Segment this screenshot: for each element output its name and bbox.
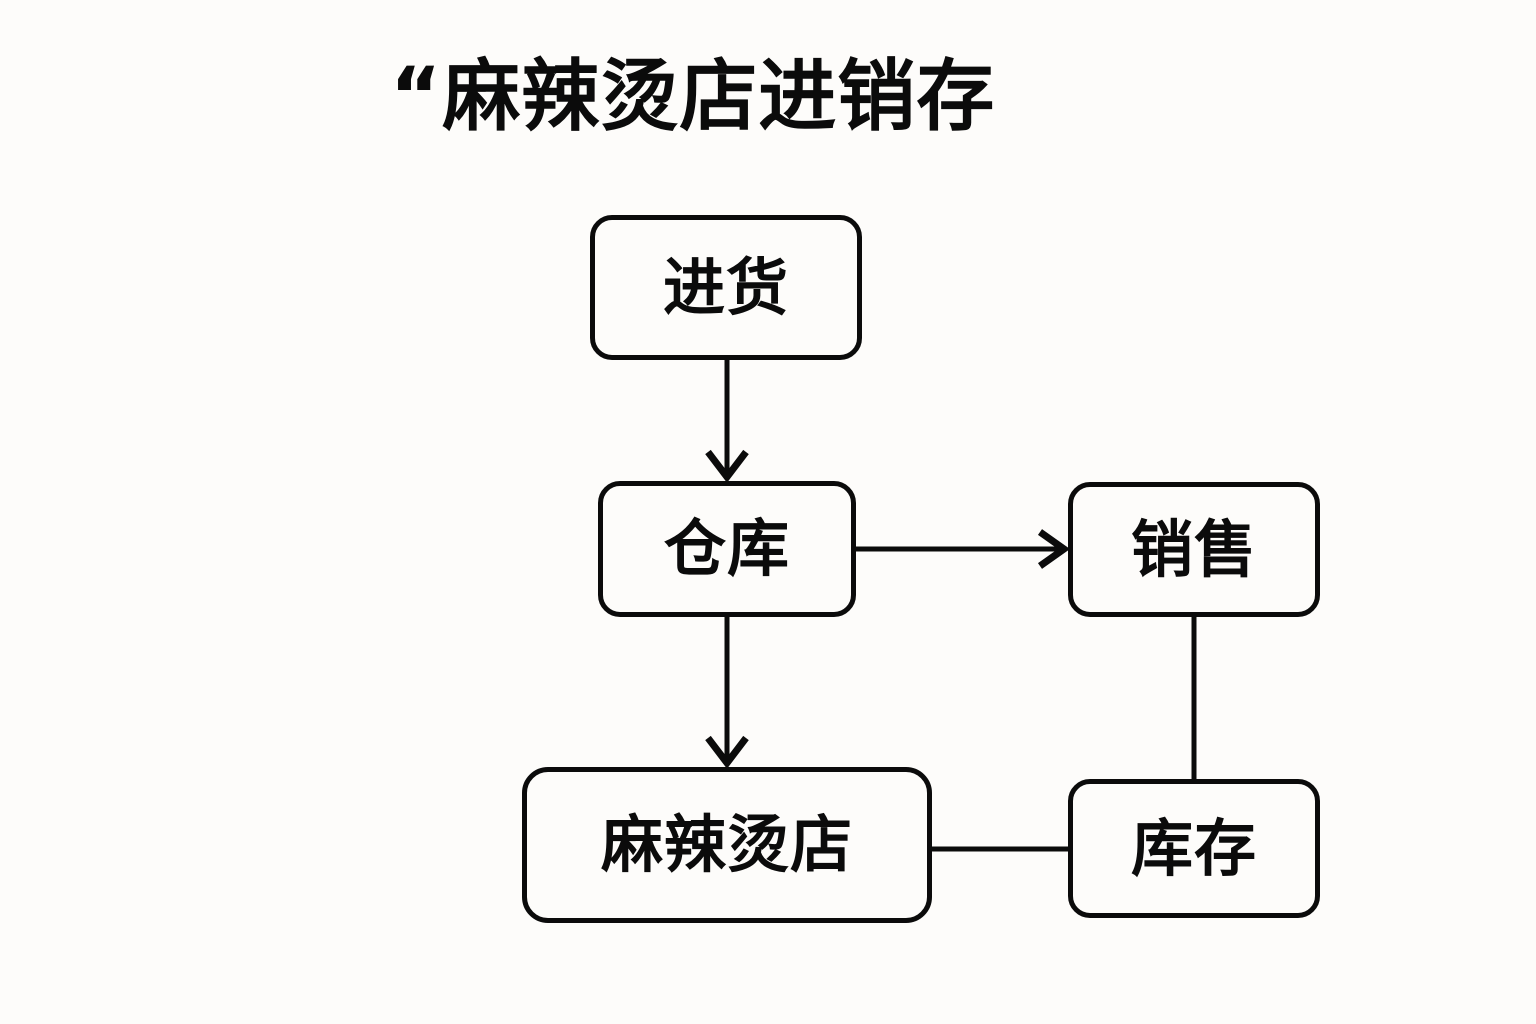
node-shop-label: 麻辣烫店 bbox=[600, 808, 853, 881]
node-purchase-label: 进货 bbox=[662, 250, 789, 324]
edge-warehouse-to-sales bbox=[856, 529, 1071, 569]
edge-warehouse-to-shop bbox=[705, 617, 749, 769]
node-stock[interactable]: 库存 bbox=[1068, 779, 1320, 918]
node-warehouse-label: 仓库 bbox=[663, 512, 790, 585]
page-title: “麻辣烫店进销存 bbox=[390, 52, 996, 142]
node-stock-label: 库存 bbox=[1130, 811, 1257, 885]
node-sales[interactable]: 销售 bbox=[1068, 482, 1320, 617]
node-sales-label: 销售 bbox=[1130, 512, 1257, 586]
node-purchase[interactable]: 进货 bbox=[590, 215, 862, 360]
edge-purchase-to-warehouse bbox=[705, 360, 749, 483]
node-warehouse[interactable]: 仓库 bbox=[598, 481, 856, 617]
node-shop[interactable]: 麻辣烫店 bbox=[522, 767, 932, 923]
